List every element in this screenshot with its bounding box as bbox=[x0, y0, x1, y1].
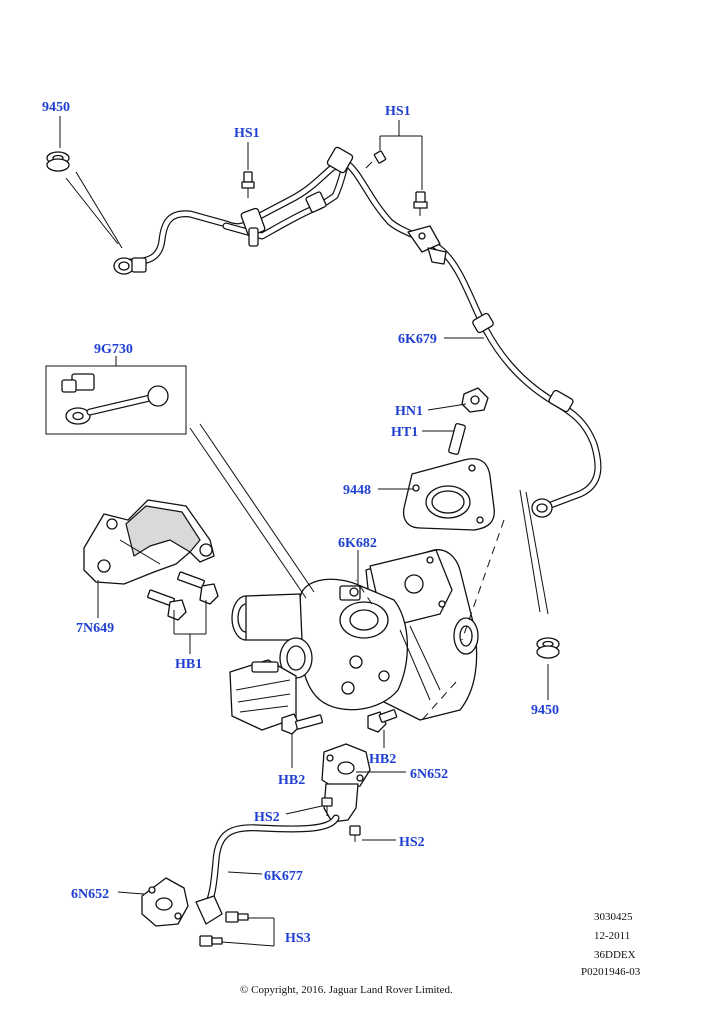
copyright-notice: © Copyright, 2016. Jaguar Land Rover Lim… bbox=[240, 984, 453, 996]
callout-hs2-left: HS2 bbox=[254, 810, 280, 825]
callout-6n652-left: 6N652 bbox=[71, 887, 109, 902]
bolt-hs1-right-b bbox=[413, 191, 428, 216]
callout-7n649: 7N649 bbox=[76, 621, 114, 636]
nut-hn1 bbox=[461, 387, 489, 413]
bolt-hs2-left bbox=[321, 797, 333, 816]
callout-6n652-right: 6N652 bbox=[410, 767, 448, 782]
callout-ht1: HT1 bbox=[391, 425, 418, 440]
oil-feed-tube-assembly bbox=[113, 146, 602, 518]
callout-hb2-left: HB2 bbox=[278, 773, 305, 788]
callout-6k677: 6K677 bbox=[264, 869, 303, 884]
callout-hb1: HB1 bbox=[175, 657, 202, 672]
bolt-hb2-left bbox=[281, 713, 324, 735]
bolt-hs2-right bbox=[349, 825, 361, 842]
gasket-9448 bbox=[402, 458, 495, 531]
callout-hs3: HS3 bbox=[285, 931, 311, 946]
kit-9g730-box bbox=[45, 365, 187, 435]
bolt-hb2-right bbox=[367, 709, 398, 733]
callout-9450-top: 9450 bbox=[42, 100, 70, 115]
callout-6k682: 6K682 bbox=[338, 536, 377, 551]
callout-9448: 9448 bbox=[343, 483, 371, 498]
callout-labels: 9450 HS1 HS1 6K679 9G730 HN1 HT1 9448 6K… bbox=[42, 100, 559, 946]
washer-9450-top bbox=[46, 151, 70, 172]
callout-hs1-left: HS1 bbox=[234, 126, 260, 141]
callout-6k679: 6K679 bbox=[398, 332, 437, 347]
callout-9450-right: 9450 bbox=[531, 703, 559, 718]
reference-block: 3030425 12-2011 36DDEX P0201946-03 bbox=[581, 911, 641, 978]
callout-hn1: HN1 bbox=[395, 404, 423, 419]
gasket-6n652-lower bbox=[141, 877, 189, 927]
bolt-hs3-upper bbox=[225, 911, 249, 923]
callout-hs1-right: HS1 bbox=[385, 104, 411, 119]
callout-9g730: 9G730 bbox=[94, 342, 133, 357]
callout-hs2-right: HS2 bbox=[399, 835, 425, 850]
gasket-6n652-upper bbox=[321, 743, 371, 791]
bolt-hs1-right-a bbox=[365, 150, 387, 169]
leader-lines bbox=[59, 116, 549, 947]
reference-line-3: 36DDEX bbox=[594, 949, 636, 961]
turbocharger-6k682 bbox=[229, 549, 479, 731]
washer-9450-right bbox=[536, 637, 560, 659]
alignment-dashes bbox=[355, 519, 505, 721]
stud-ht1 bbox=[448, 423, 466, 455]
bolt-hs3-lower bbox=[199, 935, 223, 947]
bolt-hb1-a bbox=[177, 571, 219, 605]
bolt-hs1-left bbox=[241, 171, 255, 198]
bracket-7n649 bbox=[83, 499, 215, 585]
reference-line-1: 3030425 bbox=[594, 911, 633, 923]
reference-line-2: 12-2011 bbox=[594, 930, 630, 942]
drain-tube-6k677 bbox=[195, 783, 359, 925]
callout-hb2-right: HB2 bbox=[369, 752, 396, 767]
reference-line-4: P0201946-03 bbox=[581, 966, 641, 978]
bolt-hb1-b bbox=[147, 589, 187, 621]
